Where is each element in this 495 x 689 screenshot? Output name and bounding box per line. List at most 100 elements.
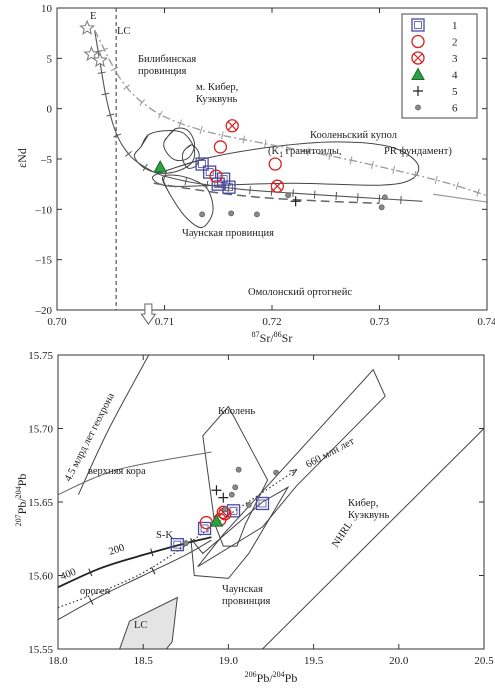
legend-marker-1-inner [414,21,422,29]
sr-title-part: Sr/ [260,331,275,345]
pb-line-nhrl [262,428,484,649]
mixing-curve-1-tick-1 [100,47,109,52]
pb-point-1-0-inner [173,540,182,549]
label-lc: LC [117,26,130,37]
sr-nd-point-2-0 [209,169,223,183]
axis-title-sr: 87Sr/86Sr [252,330,293,345]
mixing-curve-1-tick-8 [220,131,224,140]
legend-marker-4-shape [411,67,425,80]
pb-title-part: 204 [273,670,285,679]
sr-nd-point-4-0 [153,160,168,173]
legend-label-4: 4 [452,70,458,82]
pb-ytick-label-2: 15.65 [28,497,53,509]
sr-nd-point-1-4 [222,180,236,194]
pb-point-6-1 [222,506,228,513]
sr-title-part: Sr [282,331,293,345]
endmember-star-2 [91,51,109,68]
legend-marker-3 [411,51,425,65]
pb-line-orogen [58,539,212,621]
sr-nd-field-1 [163,127,196,162]
pb-point-6-6-shape [273,469,280,476]
sr-nd-point-1-0 [195,157,209,171]
pb-title-part: Pb/ [15,498,29,515]
mixing-curve-0-tick-2 [97,71,106,74]
mixing-curve-1-tick-20 [476,188,480,197]
legend-box [401,13,478,119]
legend-label-3: 3 [452,53,458,65]
pb-xtick-label-2: 19.0 [219,655,239,667]
pb-line-orogen-tick-0 [88,597,94,605]
mixing-curve-0-tick-6 [125,150,132,157]
mixing-curve-1-tick-12 [307,147,310,156]
pb-point-1-0 [170,537,184,552]
label-sk: S-K [156,530,173,541]
sr-nd-ytick-label-5: –15 [35,255,53,267]
axis-title-nd: εNd [15,148,29,168]
sr-nd-point-6-3 [285,192,292,199]
sr-nd-point-1-4-shape [222,180,236,194]
pb-point-5-0-shape [211,485,222,496]
mixing-curve-1-tick-16 [392,165,396,174]
legend-marker-4 [411,67,425,80]
k1-part: 1 [279,150,283,159]
sr-nd-point-3-0-shape [225,119,239,133]
label-isochron-660: 660 млн лет [304,436,356,471]
legend-marker-2-shape [411,34,425,49]
mixing-curve-1-tick-14 [349,156,353,165]
pb-plot-frame [57,354,485,650]
sr-title-part: 87 [252,330,260,339]
mixing-curve-1 [94,29,487,197]
pb-ytick-label-1: 15.70 [28,424,53,436]
mixing-curve-1-tick-17 [413,170,417,179]
pb-line-orogen-tick-1 [151,566,156,575]
label-bilibino-l1: Билибинская [138,54,196,65]
pb-point-5-1-shape [218,492,229,503]
sr-nd-xtick-label-4: 0.74 [477,316,495,328]
mixing-curve-1-tick-19 [455,181,459,190]
label-e: E [90,11,96,22]
pb-point-1-1-shape [197,521,212,536]
sr-nd-point-2-2-shape [268,157,282,171]
sr-nd-point-6-5-shape [381,194,388,201]
label-kiber-l2: Куэквунь [196,94,238,105]
pb-title-part: 207 [14,514,23,526]
mixing-curve-1-tick-9 [242,135,245,144]
pb-point-3-0-shape [216,505,230,519]
pb-line-sk-tick-1 [150,548,154,557]
arrow-2 [140,303,157,325]
mixing-curve-0-tick-15 [313,190,316,199]
sr-nd-point-1-1-shape [202,165,217,179]
label-kiber-2-l1: Кибер, [348,498,378,509]
legend-marker-2 [411,34,425,49]
mixing-curve-1-tick-4 [139,98,146,106]
label-upper-crust: верхняя кора [88,466,146,477]
legend-label-5: 5 [452,86,458,98]
axis-title-206pb: 206Pb/204Pb [245,670,298,685]
pb-line-sk-tick-0 [88,568,93,577]
label-tick-200: 200 [108,543,126,558]
pb-line-sk [58,536,212,589]
sr-nd-point-2-2 [268,157,282,171]
sr-nd-point-6-2 [254,211,260,218]
legend-marker-1-shape [411,18,425,32]
pb-point-6-2 [228,491,235,498]
mixing-curve-0-tick-17 [357,193,359,202]
pb-point-5-1 [218,492,229,503]
legend-label-6: 6 [452,103,458,115]
mixing-curve-0-tick-7 [142,163,148,171]
mixing-curve-1-tick-2 [110,66,119,72]
pb-point-1-3-inner [258,499,267,508]
sr-nd-point-2-1 [213,140,228,154]
mixing-curve-1-tick-18 [434,176,438,185]
sr-nd-point-6-1 [228,210,235,217]
k1-part: (K [268,146,279,157]
mixing-curve-1-tick-7 [199,126,203,135]
arrow-0 [433,193,487,203]
pb-title-part: Pb/ [257,671,274,685]
sr-nd-xtick-label-2: 0.72 [262,316,281,328]
sr-nd-point-1-0-inner [198,160,207,168]
mixing-curve-0-tick-8 [163,172,167,181]
pb-point-6-0 [182,540,189,547]
